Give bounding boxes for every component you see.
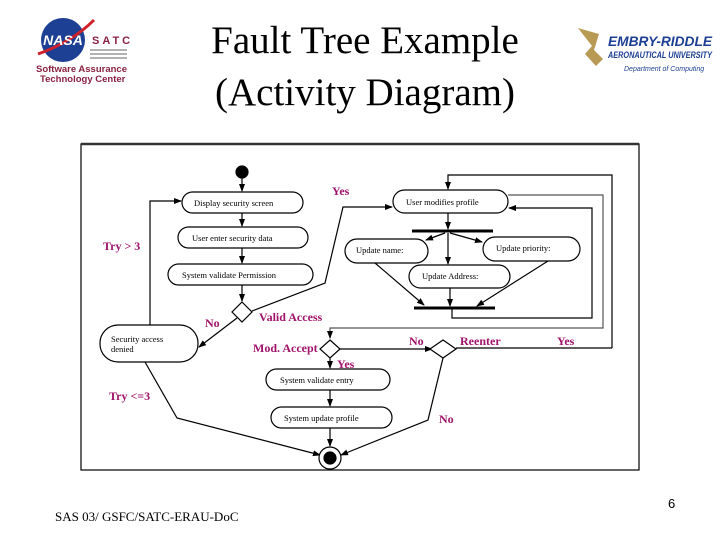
label-yes-reenter: Yes xyxy=(557,334,575,348)
nasa-satc-logo: NASA SATC Software Assurance Technology … xyxy=(36,18,133,85)
svg-text:EMBRY-RIDDLE: EMBRY-RIDDLE xyxy=(608,33,713,49)
node-system-validate-entry xyxy=(265,368,391,391)
start-node xyxy=(235,165,249,179)
label-security-access: Security access xyxy=(111,334,163,344)
node-system-validate-permission xyxy=(167,263,314,286)
label-reenter: Reenter xyxy=(460,334,501,348)
slide-title-line2: (Activity Diagram) xyxy=(215,71,515,114)
label-denied: denied xyxy=(111,344,134,354)
label-display-security-screen: Display security screen xyxy=(194,198,274,208)
node-user-enter-security-data xyxy=(177,226,309,249)
label-update-address: Update Address: xyxy=(422,271,478,281)
svg-text:Software Assurance: Software Assurance xyxy=(36,64,127,75)
svg-text:Department of Computing: Department of Computing xyxy=(624,66,704,73)
label-valid-access: Valid Access xyxy=(259,310,323,324)
label-mod-accept: Mod. Accept xyxy=(253,341,318,355)
svg-text:Technology Center: Technology Center xyxy=(40,74,126,85)
label-user-modifies-profile: User modifies profile xyxy=(406,197,479,207)
label-system-update-profile: System update profile xyxy=(284,413,359,423)
label-try-le-3: Try <=3 xyxy=(109,389,150,403)
label-user-enter-security-data: User enter security data xyxy=(192,233,273,243)
label-update-priority: Update priority: xyxy=(496,243,551,253)
decision-mod-accept xyxy=(319,339,341,359)
embry-riddle-logo: EMBRY-RIDDLE AERONAUTICAL UNIVERSITY Dep… xyxy=(578,28,713,73)
node-security-access-denied xyxy=(99,324,199,363)
node-system-update-profile xyxy=(270,406,393,429)
decision-reenter xyxy=(428,339,458,359)
page-number: 6 xyxy=(668,496,676,511)
label-no-reenter: No xyxy=(439,412,454,426)
svg-text:AERONAUTICAL UNIVERSITY: AERONAUTICAL UNIVERSITY xyxy=(607,50,713,60)
node-user-modifies-profile xyxy=(392,189,509,214)
footer: SAS 03/ GSFC/SATC-ERAU-DoC xyxy=(55,509,239,524)
slide-title-line1: Fault Tree Example xyxy=(211,19,519,62)
label-no-valid: No xyxy=(205,316,220,330)
svg-text:NASA: NASA xyxy=(43,32,83,48)
svg-text:SATC: SATC xyxy=(92,35,133,47)
label-system-validate-entry: System validate entry xyxy=(280,375,354,385)
decision-valid-access xyxy=(231,301,253,323)
label-update-name: Update name: xyxy=(356,245,403,255)
label-system-validate-permission: System validate Permission xyxy=(182,270,277,280)
node-update-priority xyxy=(482,236,581,262)
label-no-mod: No xyxy=(409,334,424,348)
label-yes-mod: Yes xyxy=(337,357,355,371)
node-update-name xyxy=(344,238,429,264)
label-yes-valid: Yes xyxy=(332,184,350,198)
label-try-gt-3: Try > 3 xyxy=(103,239,140,253)
node-update-address xyxy=(408,264,511,289)
